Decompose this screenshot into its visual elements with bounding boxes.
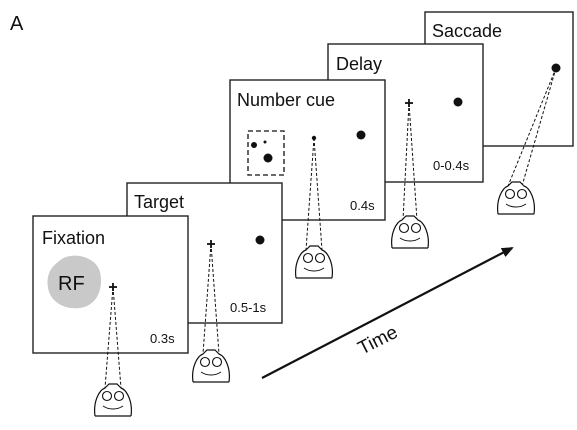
figure-label: A <box>10 13 24 35</box>
target-dot <box>255 235 265 245</box>
gaze-line <box>507 67 557 187</box>
cue-dot <box>263 140 267 144</box>
target-dot <box>453 97 463 107</box>
panel-fixation: Fixation 0.3s RF <box>32 215 189 417</box>
time-arrow <box>261 247 514 379</box>
gaze-line <box>104 286 114 389</box>
monkey-head-icon <box>295 245 333 279</box>
gaze-line <box>202 243 212 355</box>
panel-frame <box>229 79 386 221</box>
time-label: Time <box>355 322 402 360</box>
monkey-head-icon <box>192 349 230 383</box>
gaze-line <box>521 67 557 187</box>
gaze-line <box>305 137 315 251</box>
panel-title: Delay <box>336 54 382 74</box>
gaze-line <box>313 137 323 251</box>
cue-dot <box>263 153 273 163</box>
gaze-line <box>402 102 410 221</box>
cue-dot <box>251 142 257 148</box>
gaze-line <box>210 243 220 355</box>
monkey-head-icon <box>94 383 132 417</box>
panel-title: Fixation <box>42 228 105 248</box>
panel-title: Target <box>134 192 184 212</box>
duration-label: 0-0.4s <box>433 158 470 173</box>
gaze-line <box>408 102 418 221</box>
duration-label: 0.4s <box>350 198 375 213</box>
panel-title: Saccade <box>432 21 502 41</box>
monkey-head-icon <box>497 181 535 215</box>
receptive-field-blob <box>47 255 102 309</box>
panel-title: Number cue <box>237 90 335 110</box>
target-dot <box>356 130 366 140</box>
monkey-head-icon <box>391 215 429 249</box>
duration-label: 0.5-1s <box>230 300 267 315</box>
number-cue-box <box>247 130 285 176</box>
duration-label: 0.3s <box>150 331 175 346</box>
panel-number-cue: Number cue 0.4s <box>229 79 386 279</box>
rf-label: RF <box>58 273 85 295</box>
gaze-line <box>112 286 122 389</box>
